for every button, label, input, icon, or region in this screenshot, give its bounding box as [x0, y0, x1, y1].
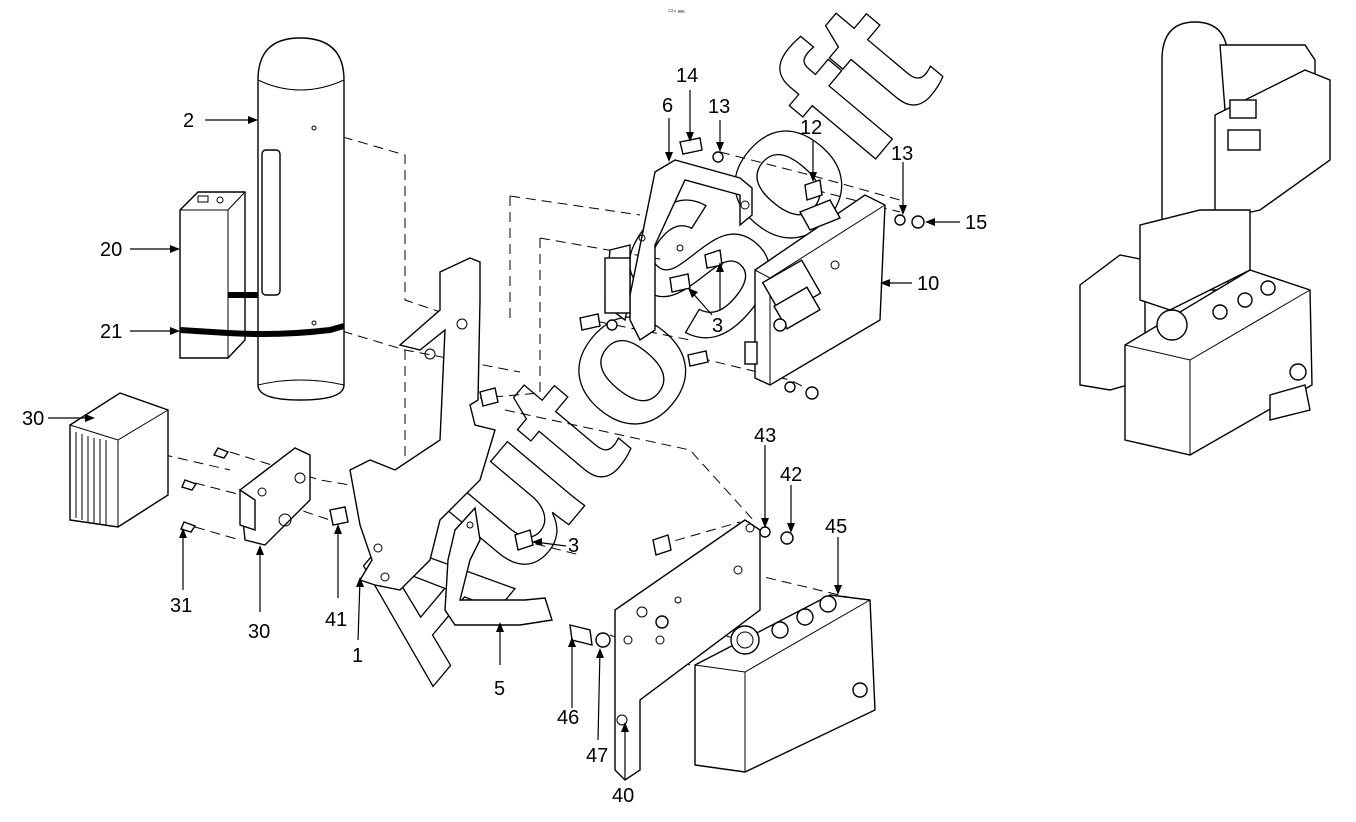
callout-5: 5: [494, 678, 505, 700]
callout-45: 45: [825, 516, 847, 538]
callout-13-right: 13: [891, 143, 913, 165]
part-main-bracket: [349, 257, 496, 591]
part-cover: [69, 392, 169, 528]
callout-10: 10: [917, 273, 939, 295]
part-mounting-plate: [614, 519, 761, 781]
top-tag: ▭₀ ₐₐₐ: [668, 8, 685, 14]
screws-41-3: [329, 387, 672, 556]
callout-31: 31: [170, 595, 192, 617]
callout-43: 43: [754, 425, 776, 447]
callout-1: 1: [352, 645, 363, 667]
part-upper-bracket: [604, 159, 753, 342]
part-hinge-plate: [239, 447, 311, 546]
callout-13-top: 13: [708, 96, 730, 118]
callout-12: 12: [800, 117, 822, 139]
callout-46: 46: [557, 707, 579, 729]
callout-41: 41: [325, 609, 347, 631]
part-enclosure-box: [694, 594, 876, 773]
callout-15: 15: [965, 212, 987, 234]
part-small-enclosure: [179, 191, 345, 359]
callout-6: 6: [662, 95, 673, 117]
callout-3-lower: 3: [568, 535, 579, 557]
hardware-12-15: [579, 137, 925, 400]
part-column-housing: [257, 37, 345, 401]
callout-30-mid: 30: [248, 621, 270, 643]
part-lower-bracket: [444, 506, 553, 626]
callout-20: 20: [100, 239, 122, 261]
assembled-view: [1079, 21, 1331, 456]
screws-31: [180, 447, 230, 533]
part-circuit-board: [744, 194, 886, 386]
callout-21: 21: [100, 321, 122, 343]
arrowheads: [85, 116, 935, 732]
callout-40: 40: [612, 785, 634, 807]
callout-3-upper: 3: [712, 315, 723, 337]
callout-47: 47: [586, 745, 608, 767]
callout-14: 14: [676, 65, 698, 87]
callouts: 2 20 21 30 31 30 41 1 5 3 3 6 14 13 12 1…: [22, 65, 987, 807]
callout-42: 42: [780, 464, 802, 486]
hardware-42-47: [569, 526, 794, 648]
callout-2: 2: [183, 110, 194, 132]
callout-30-left: 30: [22, 408, 44, 430]
